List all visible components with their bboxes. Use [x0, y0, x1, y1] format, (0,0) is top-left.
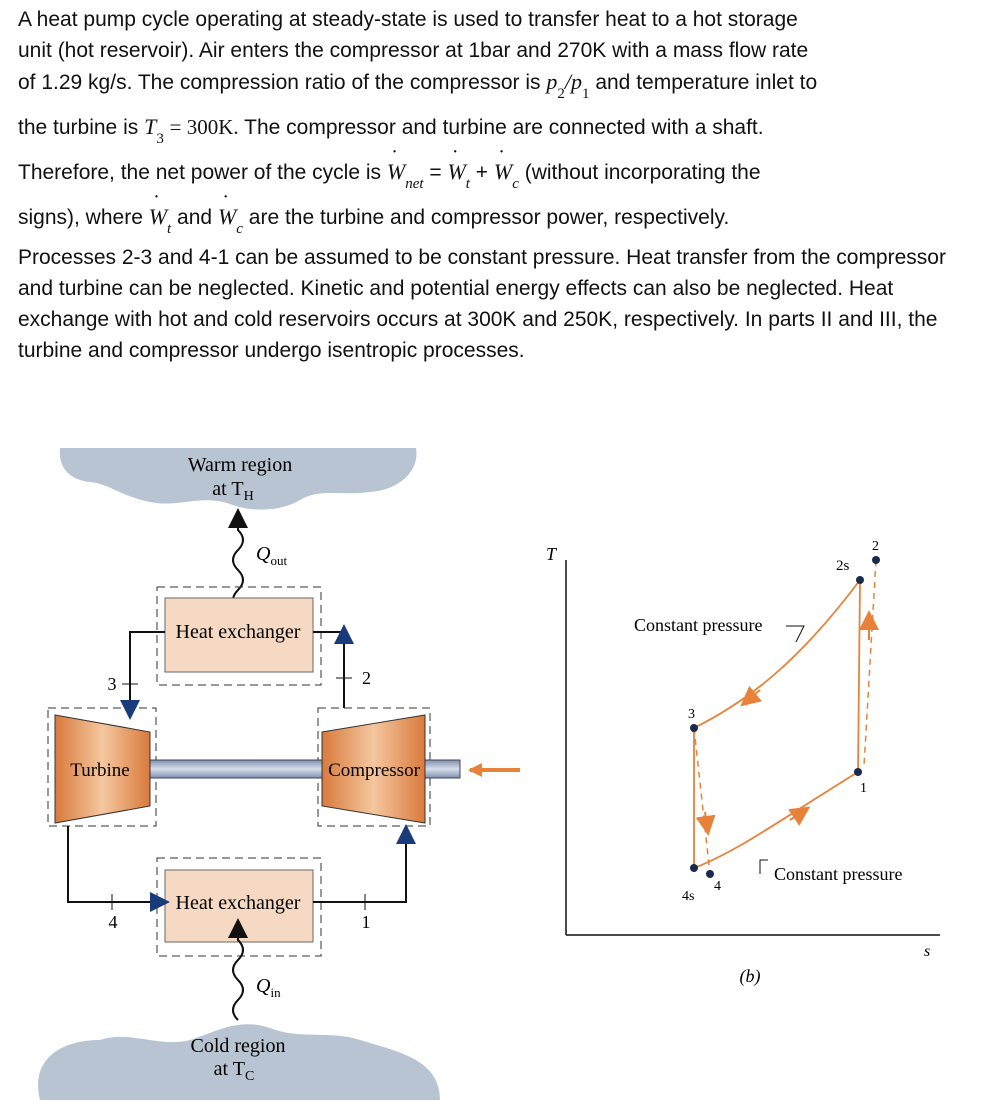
state-point-1 — [854, 768, 862, 776]
state-point-4 — [706, 870, 714, 878]
process-2s-3 — [693, 579, 861, 729]
problem-line-5: Therefore, the net power of the cycle is… — [18, 142, 978, 192]
constant-pressure-bottom-label: Constant pressure — [774, 864, 902, 884]
heat-exchanger-top — [164, 597, 314, 673]
problem-statement: A heat pump cycle operating at steady-st… — [18, 4, 978, 366]
svg-text:Turbine: Turbine — [70, 760, 129, 781]
heat-pump-schematic: Warm region at TH Qout Heat exchanger He… — [38, 448, 520, 1100]
problem-line-3: of 1.29 kg/s. The compression ratio of t… — [18, 69, 818, 102]
cold-region-cloud — [38, 1024, 440, 1100]
svg-text:4: 4 — [714, 879, 721, 894]
q-out-label: Qout — [256, 543, 287, 568]
problem-line-4: the turbine is T3 = 300K. The compressor… — [18, 114, 764, 147]
compressor-body — [321, 714, 426, 824]
q-in-label: Qin — [256, 975, 281, 1000]
problem-line-2: unit (hot reservoir). Air enters the com… — [18, 39, 809, 62]
svg-text:3: 3 — [108, 674, 117, 694]
cold-region-label: Cold region — [191, 1035, 286, 1057]
svg-text:2s: 2s — [836, 558, 850, 574]
problem-line-6: signs), where Wt and Wc are the turbine … — [18, 187, 978, 237]
svg-text:Heat exchanger: Heat exchanger — [176, 621, 301, 643]
problem-line-1: A heat pump cycle operating at steady-st… — [18, 8, 798, 31]
svg-text:2: 2 — [362, 668, 371, 688]
svg-text:Compressor: Compressor — [328, 760, 421, 781]
svg-text:4s: 4s — [682, 889, 694, 904]
cold-region-at: at TC — [214, 1058, 255, 1084]
process-4s-1 — [693, 771, 859, 869]
warm-region-label: Warm region — [188, 454, 292, 476]
svg-text:1: 1 — [860, 781, 867, 796]
problem-paragraph-2: Processes 2-3 and 4-1 can be assumed to … — [18, 246, 946, 362]
t-axis-label: T — [546, 544, 558, 564]
svg-text:3: 3 — [688, 707, 695, 722]
process-1-2s — [857, 579, 861, 773]
svg-text:Heat exchanger: Heat exchanger — [176, 892, 301, 914]
warm-region-at: at TH — [212, 478, 253, 504]
svg-text:1: 1 — [362, 912, 371, 932]
diagram-caption: (b) — [740, 966, 761, 987]
state-point-2s — [856, 576, 864, 584]
ts-diagram: T s 1 2 2s 3 4 4s Constant pressure Cons… — [546, 539, 940, 987]
constant-pressure-top-label: Constant pressure — [634, 615, 762, 635]
s-axis-label: s — [924, 943, 930, 960]
svg-text:2: 2 — [872, 539, 879, 554]
state-point-4s — [690, 864, 698, 872]
state-point-2 — [872, 556, 880, 564]
turbine-body — [54, 714, 151, 824]
svg-text:4: 4 — [109, 912, 118, 932]
warm-region-cloud — [59, 448, 417, 510]
state-point-3 — [690, 724, 698, 732]
